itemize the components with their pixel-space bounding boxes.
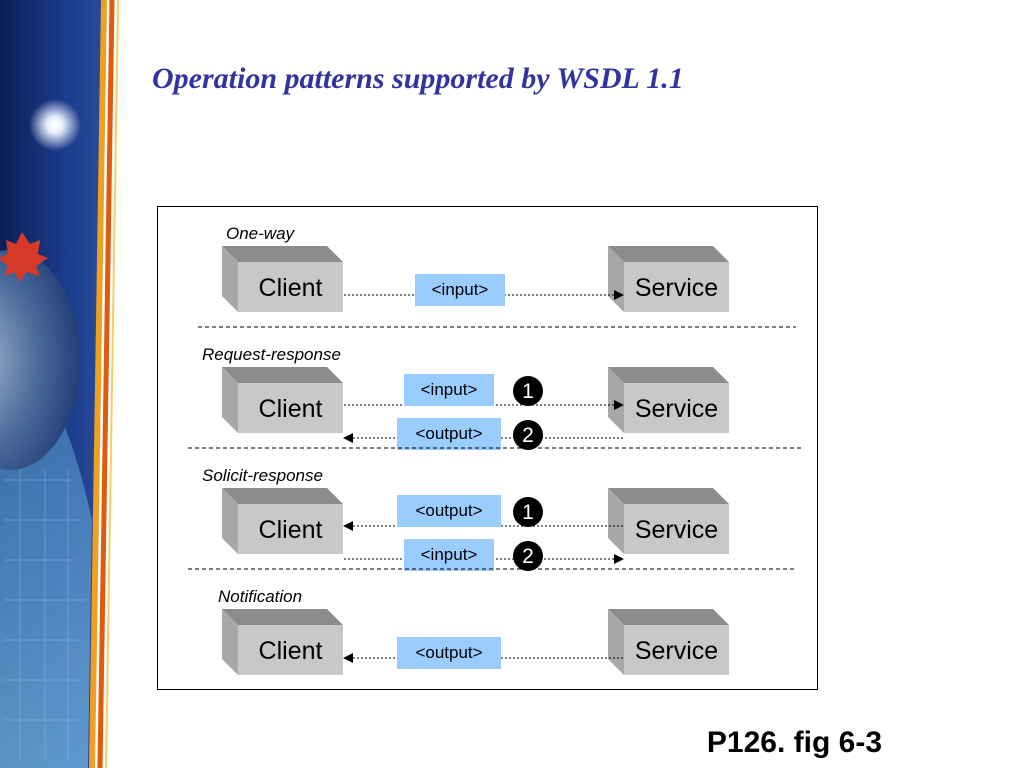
message-label: <input> (404, 374, 494, 406)
figure-reference: P126. fig 6-3 (706, 726, 882, 759)
message-label: <input> (415, 274, 505, 306)
service-box: Service (608, 246, 729, 312)
decorative-banner (0, 0, 130, 768)
service-box-label: Service (635, 274, 718, 302)
service-box-label: Service (635, 516, 718, 544)
step-number: 2 (522, 545, 534, 568)
pattern-name: Notification (218, 587, 302, 606)
service-box: Service (608, 488, 729, 554)
service-box-label: Service (635, 395, 718, 423)
step-number: 1 (522, 501, 534, 524)
client-box-label: Client (259, 516, 323, 544)
service-box-label: Service (635, 637, 718, 665)
step-number: 1 (522, 380, 534, 403)
message-label-text: <output> (415, 424, 482, 443)
message-label-text: <input> (432, 280, 489, 299)
step-number: 2 (522, 424, 534, 447)
pattern-name: Request-response (202, 345, 341, 364)
step-badge: 2 (513, 420, 543, 450)
step-badge: 1 (513, 497, 543, 527)
pattern-name: Solicit-response (202, 466, 323, 485)
message-label: <input> (404, 539, 494, 571)
service-box: Service (608, 609, 729, 675)
client-box: Client (222, 367, 343, 433)
step-badge: 2 (513, 541, 543, 571)
message-label-text: <input> (421, 380, 478, 399)
client-box: Client (222, 488, 343, 554)
slide-title: Operation patterns supported by WSDL 1.1 (152, 62, 684, 95)
message-label-text: <output> (415, 643, 482, 662)
client-box: Client (222, 246, 343, 312)
client-box: Client (222, 609, 343, 675)
message-label-text: <input> (421, 545, 478, 564)
message-label: <output> (397, 637, 501, 669)
service-box: Service (608, 367, 729, 433)
message-label: <output> (397, 495, 501, 527)
client-box-label: Client (259, 395, 323, 423)
step-badge: 1 (513, 376, 543, 406)
pattern-name: One-way (226, 224, 296, 243)
client-box-label: Client (259, 637, 323, 665)
message-label: <output> (397, 418, 501, 450)
client-box-label: Client (259, 274, 323, 302)
message-label-text: <output> (415, 501, 482, 520)
